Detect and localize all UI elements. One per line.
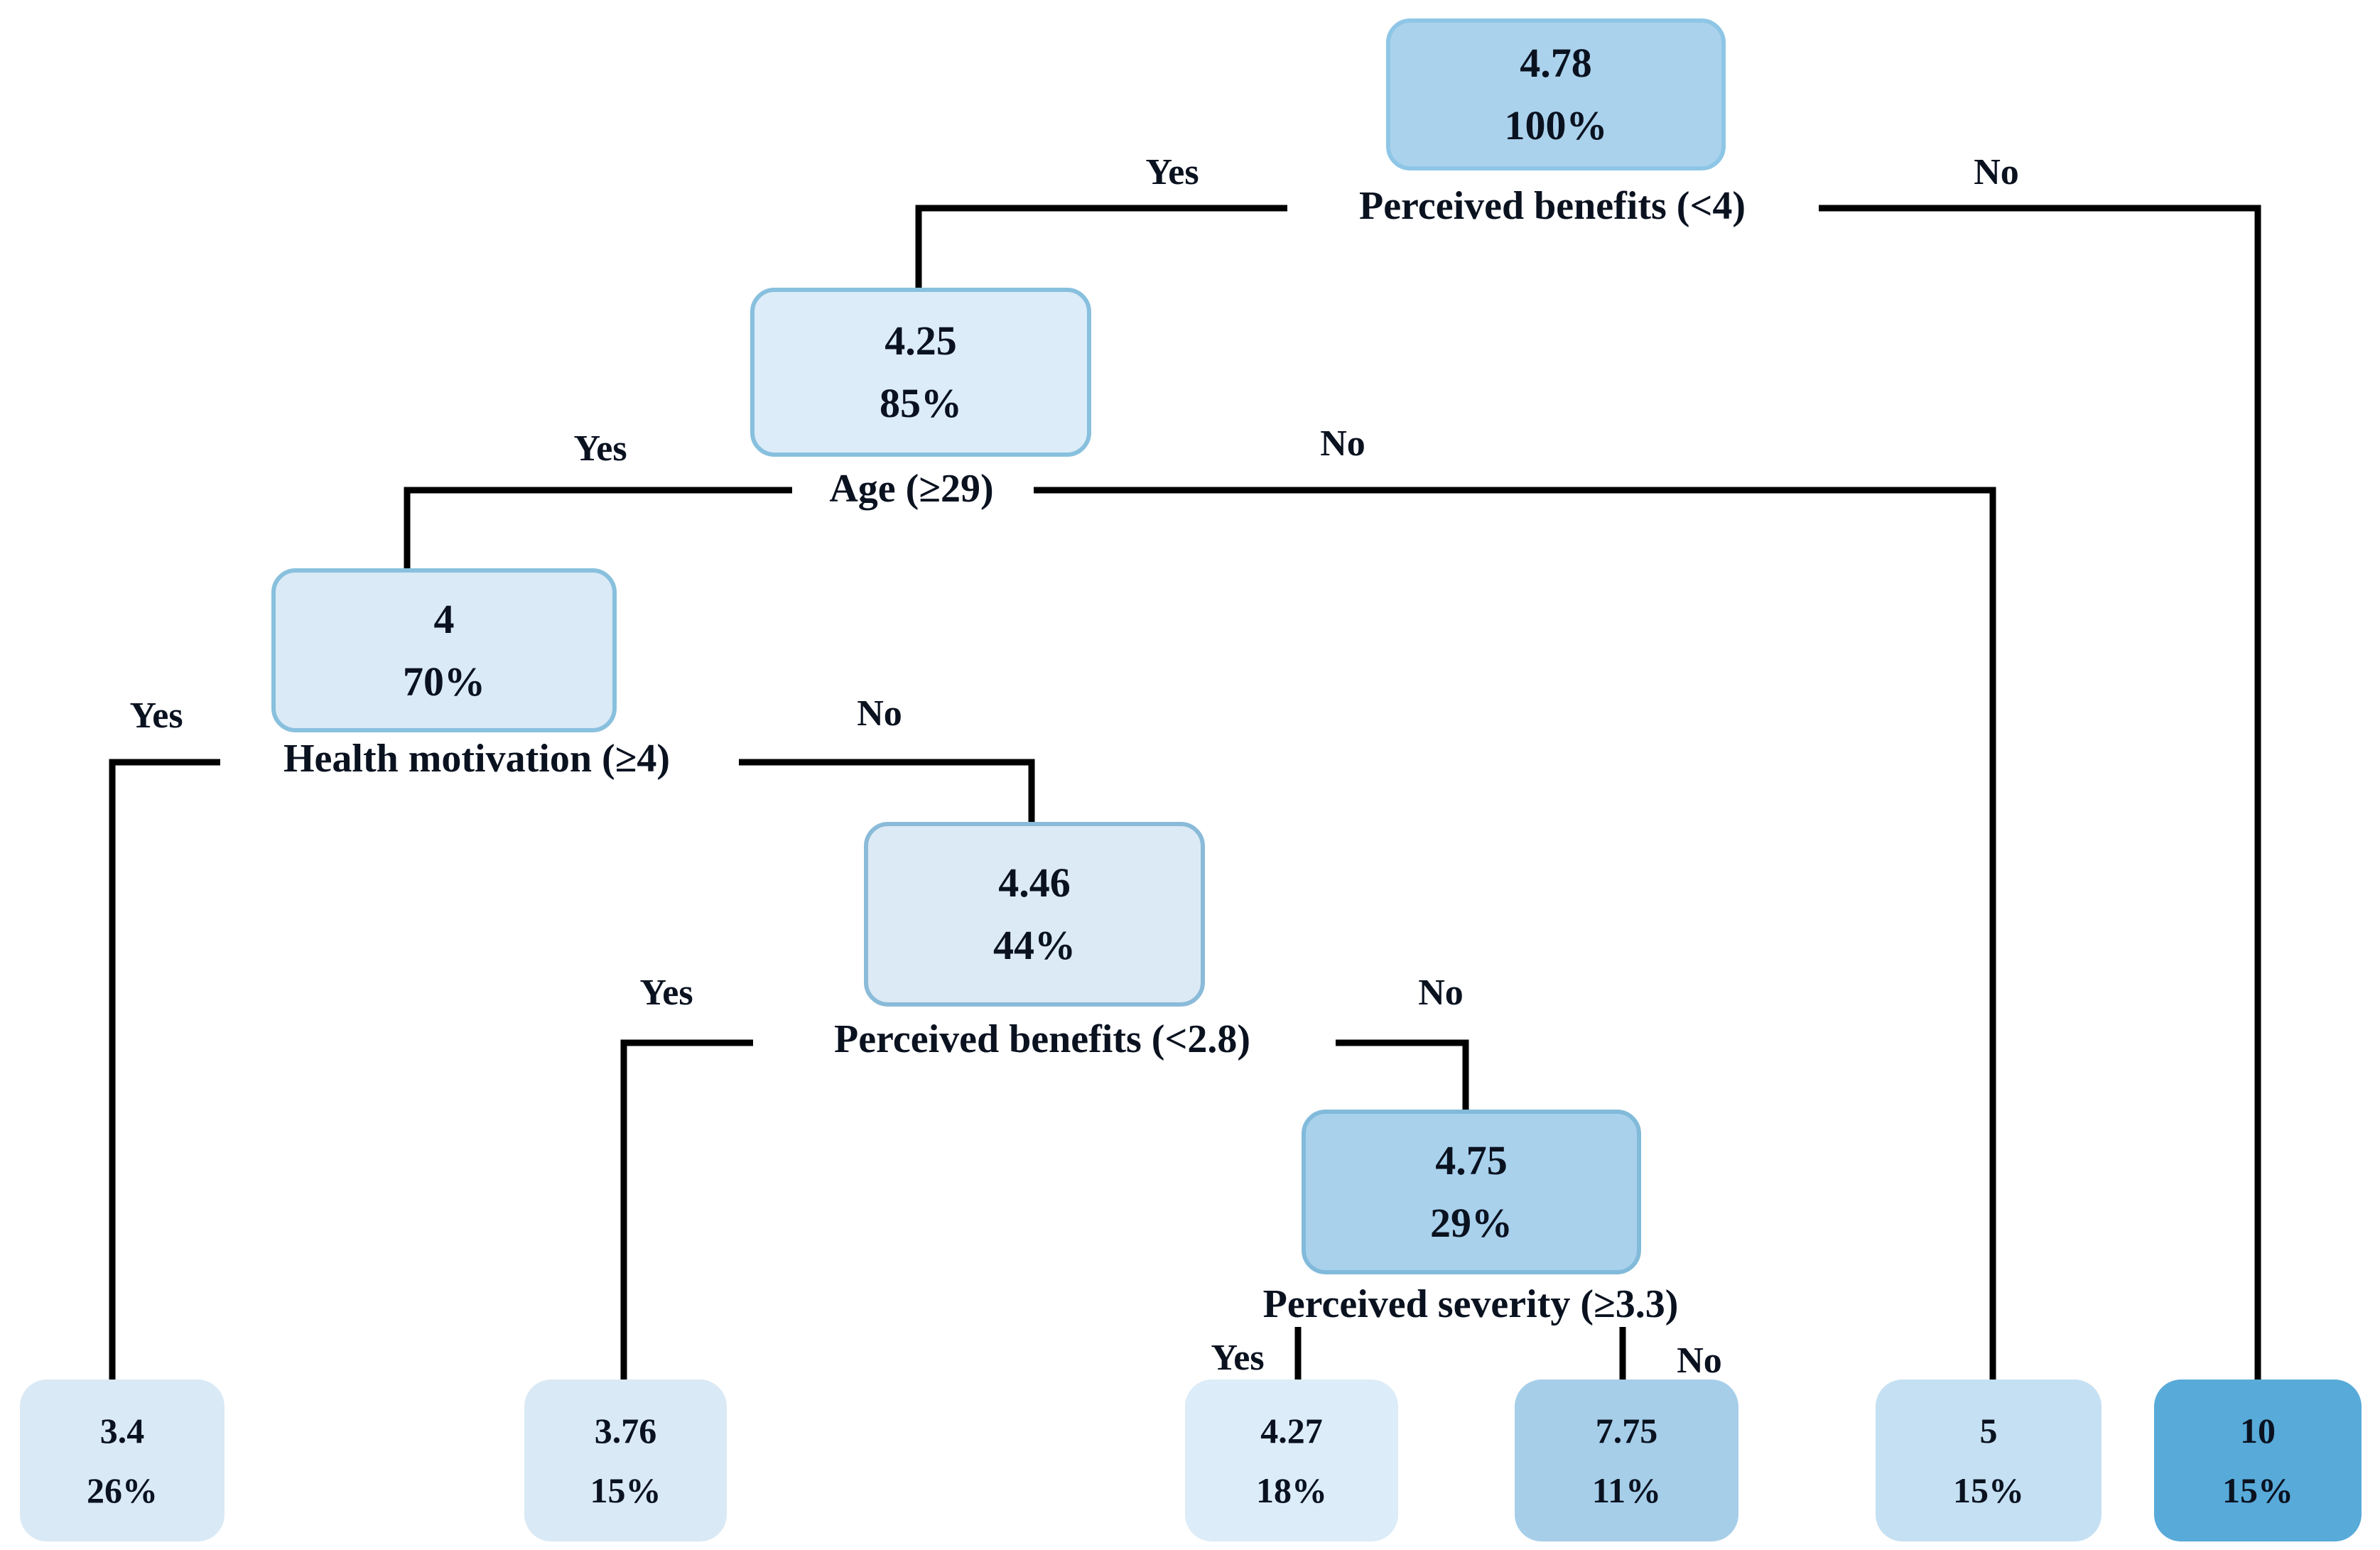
node-value: 10 [2240,1411,2276,1451]
connector-benefits28-yes [620,1039,753,1380]
node-percent: 15% [590,1470,661,1510]
tree-node-root: 4.78 100% [1386,18,1726,170]
node-value: 4.27 [1260,1411,1323,1451]
tree-leaf-5: 5 15% [1876,1380,2102,1541]
node-percent: 18% [1256,1470,1327,1510]
connector-health-yes [109,759,220,1380]
node-percent: 29% [1430,1200,1513,1246]
connector-age-yes [404,487,792,568]
node-value: 5 [1979,1411,1998,1451]
tree-node-4-75: 4.75 29% [1302,1110,1641,1274]
node-value: 7.75 [1595,1411,1658,1451]
tree-leaf-4-27: 4.27 18% [1185,1380,1398,1541]
connector-root-no [1819,205,2261,1380]
node-percent: 15% [1953,1470,2024,1510]
tree-leaf-10: 10 15% [2154,1380,2362,1541]
branch-label-severity-no: No [1677,1340,1722,1381]
node-percent: 44% [993,922,1076,968]
branch-label-age-yes: Yes [573,428,627,469]
split-label-perceived-severity: Perceived severity (≥3.3) [1262,1282,1679,1326]
node-value: 4.46 [998,860,1071,906]
node-value: 4.25 [885,318,957,364]
branch-label-benefits28-no: No [1418,972,1464,1013]
tree-node-4-46: 4.46 44% [864,822,1205,1007]
split-label-age: Age (≥29) [829,467,994,511]
branch-label-health-no: No [857,693,902,734]
connector-age-no [1034,487,1996,1380]
node-percent: 26% [87,1470,158,1510]
tree-leaf-3-4: 3.4 26% [20,1380,225,1541]
node-percent: 15% [2222,1470,2293,1510]
branch-label-root-no: No [1974,152,2019,193]
node-value: 4 [433,595,455,642]
branch-label-root-yes: Yes [1145,152,1199,193]
node-percent: 85% [880,380,962,426]
branch-label-severity-yes: Yes [1211,1338,1265,1378]
node-value: 3.4 [99,1411,145,1451]
node-value: 4.75 [1435,1137,1508,1183]
connector-benefits28-no [1336,1039,1469,1110]
node-percent: 11% [1591,1470,1662,1510]
split-label-perceived-benefits-2-8: Perceived benefits (<2.8) [833,1017,1251,1061]
tree-node-4: 4 70% [271,568,617,732]
node-percent: 70% [403,658,485,705]
tree-leaf-7-75: 7.75 11% [1515,1380,1738,1541]
branch-label-health-yes: Yes [129,695,183,736]
split-label-perceived-benefits-4: Perceived benefits (<4) [1358,184,1746,228]
tree-leaf-3-76: 3.76 15% [524,1380,727,1541]
tree-node-4-25: 4.25 85% [750,288,1091,457]
connector-root-yes [915,205,1287,288]
node-value: 4.78 [1520,40,1592,86]
split-label-health-motivation: Health motivation (≥4) [283,737,671,781]
connector-health-no [739,759,1035,822]
node-value: 3.76 [594,1411,657,1451]
branch-label-benefits28-yes: Yes [639,972,693,1013]
node-percent: 100% [1504,102,1608,148]
branch-label-age-no: No [1320,423,1365,464]
